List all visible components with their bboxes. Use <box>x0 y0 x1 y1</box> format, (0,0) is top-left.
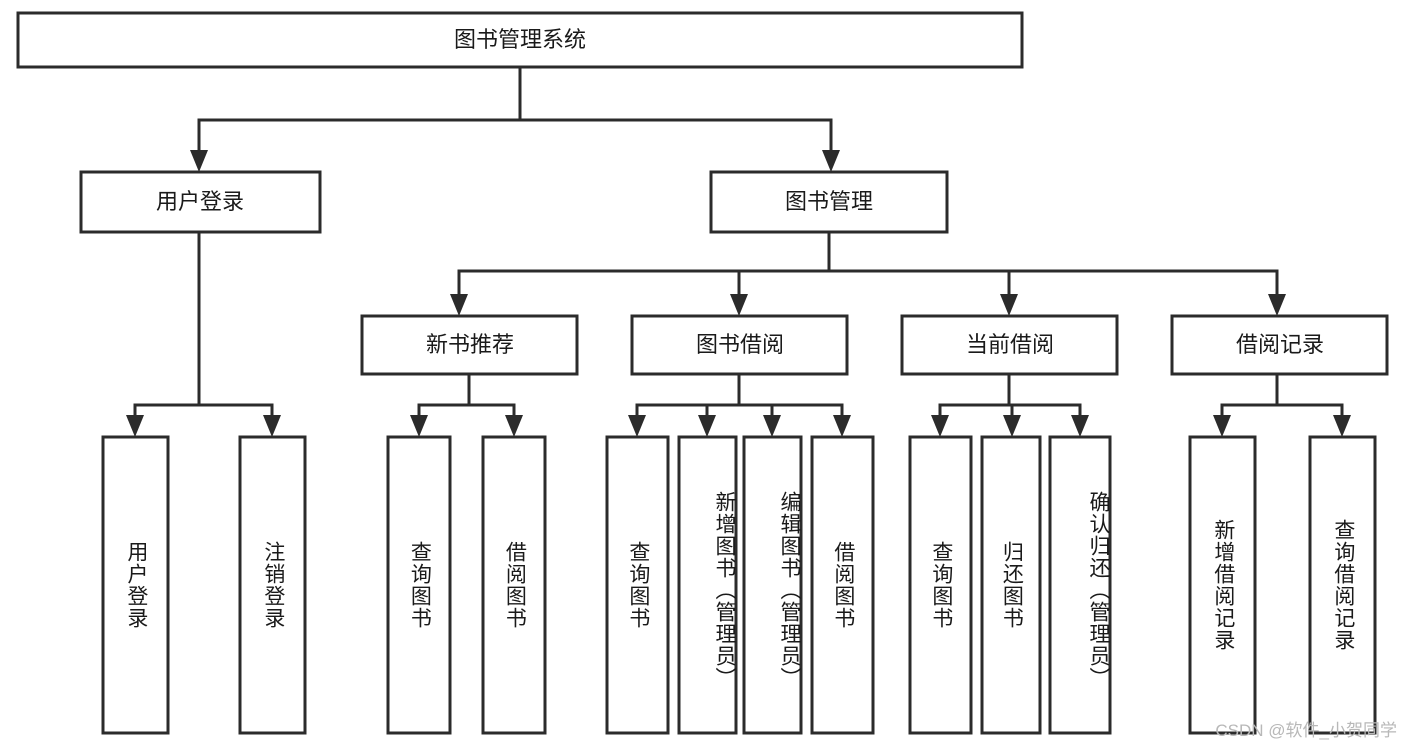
node-root-title[interactable]: 图书管理系统 <box>16 11 1024 69</box>
node-user-login[interactable]: 用户登录 <box>79 170 322 234</box>
connector-newbook-to-leaves <box>410 372 523 437</box>
node-book-manage-label: 图书管理 <box>785 189 873 214</box>
connector-current-to-leaves <box>931 372 1089 437</box>
node-book-borrow-label: 图书借阅 <box>696 332 784 357</box>
node-current-borrow[interactable]: 当前借阅 <box>900 314 1119 376</box>
node-borrow-record[interactable]: 借阅记录 <box>1170 314 1389 376</box>
connector-record-to-leaves <box>1213 372 1351 437</box>
leaf-box-cur-query[interactable] <box>908 435 973 735</box>
leaf-box-bw-add[interactable] <box>677 435 738 735</box>
node-user-login-label: 用户登录 <box>156 189 244 214</box>
leaf-box-nb-borrow[interactable] <box>481 435 547 735</box>
node-new-book-recommend-label: 新书推荐 <box>426 332 514 357</box>
node-book-manage[interactable]: 图书管理 <box>709 170 949 234</box>
node-root-title-label: 图书管理系统 <box>454 27 586 52</box>
csdn-watermark: CSDN @软件_小贺同学 <box>1215 721 1397 740</box>
connector-borrow-to-leaves <box>628 372 851 437</box>
leaf-box-user-login[interactable] <box>101 435 170 735</box>
leaf-box-nb-query[interactable] <box>386 435 452 735</box>
leaf-box-cur-confirm[interactable] <box>1048 435 1112 735</box>
connector-bookmanage-to-level2 <box>450 230 1286 316</box>
connector-userlogin-to-leaves <box>126 230 281 437</box>
node-borrow-record-label: 借阅记录 <box>1236 332 1324 357</box>
leaf-box-logout[interactable] <box>238 435 307 735</box>
leaf-box-rec-query[interactable] <box>1308 435 1377 735</box>
leaf-box-cur-return[interactable] <box>980 435 1042 735</box>
node-new-book-recommend[interactable]: 新书推荐 <box>360 314 579 376</box>
leaf-box-bw-edit[interactable] <box>742 435 803 735</box>
node-current-borrow-label: 当前借阅 <box>966 332 1054 357</box>
leaf-box-rec-add[interactable] <box>1188 435 1257 735</box>
connector-root-to-level1 <box>190 65 840 172</box>
leaf-box-bw-query[interactable] <box>605 435 670 735</box>
node-book-borrow[interactable]: 图书借阅 <box>630 314 849 376</box>
leaf-box-bw-borrow[interactable] <box>810 435 875 735</box>
